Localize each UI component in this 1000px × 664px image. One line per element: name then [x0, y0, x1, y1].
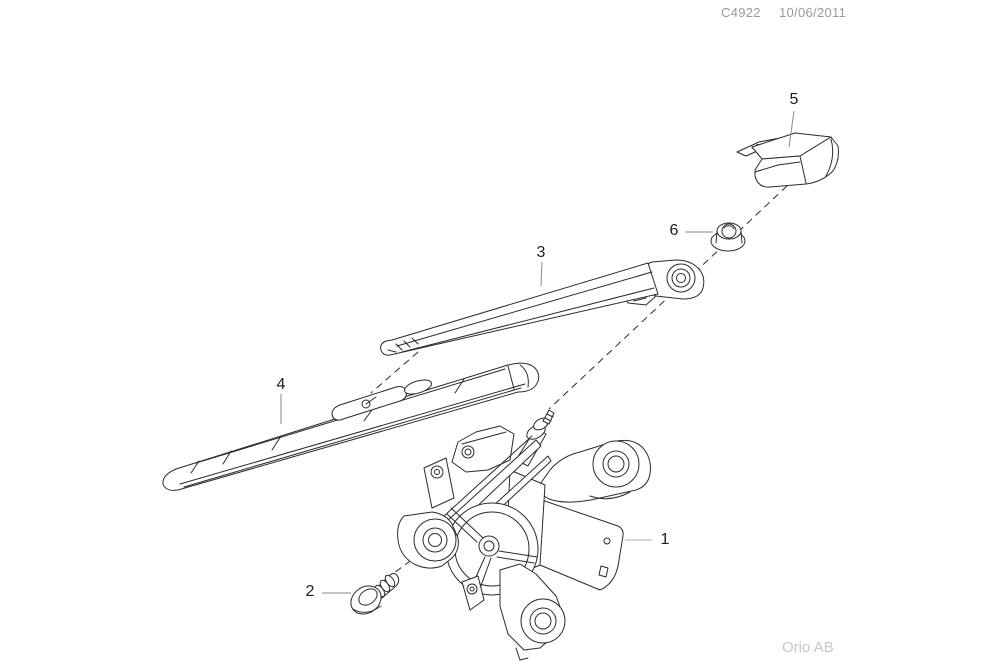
mounting-screw-drawing [350, 572, 400, 615]
wiper-motor-assembly-drawing [397, 409, 651, 661]
wiper-arm-drawing [380, 259, 705, 356]
wiper-blade-drawing [162, 362, 540, 491]
callout-label-4[interactable]: 4 [276, 376, 286, 393]
document-date: 10/06/2011 [779, 5, 847, 20]
callout-label-6[interactable]: 6 [669, 222, 679, 239]
callout-label-1[interactable]: 1 [660, 531, 670, 548]
spindle-nut-drawing [710, 222, 746, 252]
wiper-arm-cover-cap-drawing [736, 132, 839, 188]
callout-label-2[interactable]: 2 [305, 583, 315, 600]
callout-label-3[interactable]: 3 [536, 244, 546, 261]
document-code: C4922 [721, 5, 761, 20]
brand-watermark: Orio AB [782, 639, 834, 656]
callout-label-5[interactable]: 5 [789, 91, 799, 108]
callout-leader-lines [280, 110, 795, 594]
